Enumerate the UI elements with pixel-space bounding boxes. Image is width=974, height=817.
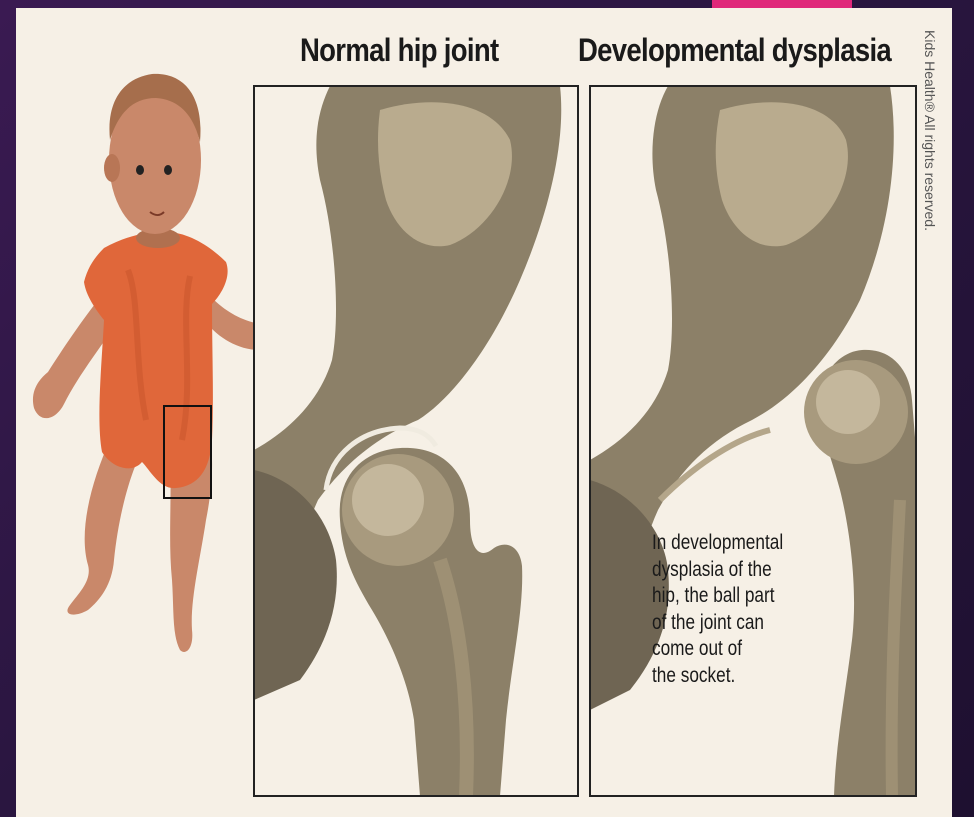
normal-hip-illustration	[254, 86, 578, 796]
copyright-notice: Kids Health® All rights reserved.	[922, 30, 938, 350]
baby-eye-right	[164, 165, 172, 175]
normal-hip-heading: Normal hip joint	[300, 32, 498, 69]
baby-eye-left	[136, 165, 144, 175]
dysplasia-heading: Developmental dysplasia	[578, 32, 891, 69]
caption-line: come out of	[652, 636, 824, 663]
baby-onesie	[84, 232, 228, 489]
caption-line: of the joint can	[652, 610, 824, 637]
caption-line: dysplasia of the	[652, 557, 824, 584]
caption-line: the socket.	[652, 663, 824, 690]
dysplasia-caption: In developmental dysplasia of the hip, t…	[652, 530, 824, 689]
caption-line: hip, the ball part	[652, 583, 824, 610]
dysplasia-hip-illustration	[590, 86, 916, 796]
caption-line: In developmental	[652, 530, 824, 557]
